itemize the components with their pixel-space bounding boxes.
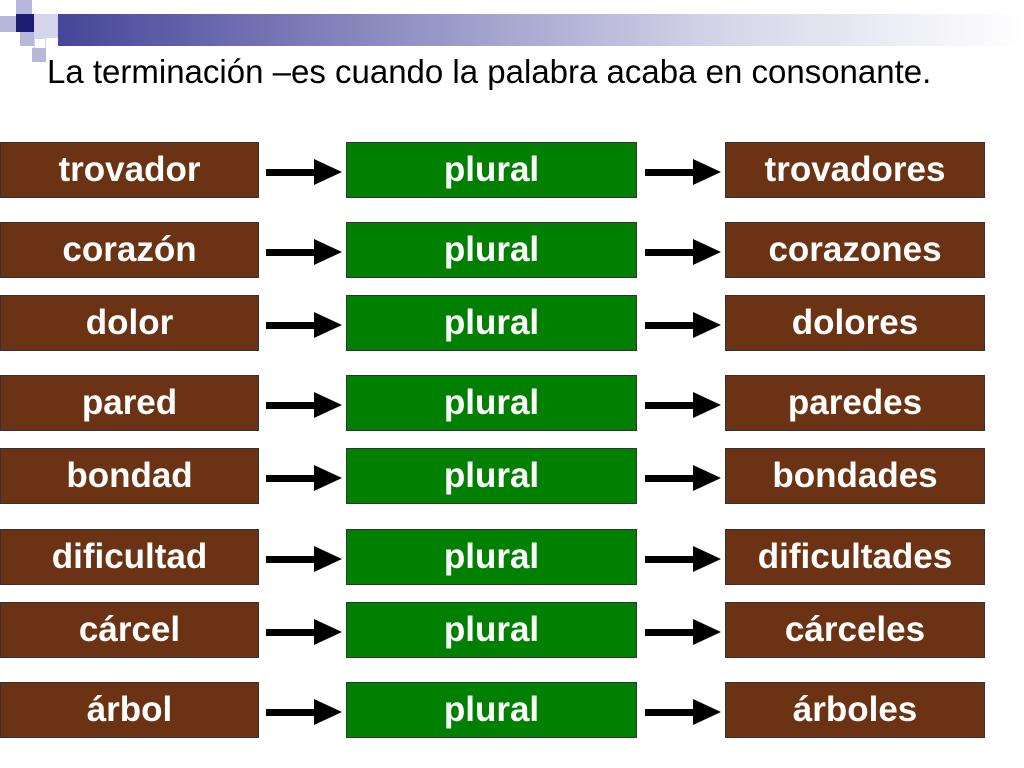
plural-rule-label: plural (443, 303, 540, 342)
singular-word-box: bondad (0, 448, 259, 504)
table-row: corazón plural corazones (0, 222, 1024, 280)
plural-word-box: dificultades (725, 529, 985, 585)
deco-square (0, 16, 16, 32)
header-decoration (0, 0, 1024, 62)
right-arrow-icon (645, 239, 721, 265)
plural-word-box: bondades (725, 448, 985, 504)
plural-rule-label: plural (443, 690, 540, 729)
plural-rule-box: plural (346, 295, 637, 351)
plural-word-box: dolores (725, 295, 985, 351)
right-arrow-icon (266, 159, 342, 185)
singular-word: dificultad (51, 537, 208, 576)
right-arrow-icon (645, 465, 721, 491)
deco-square (34, 14, 58, 38)
singular-word-box: pared (0, 375, 259, 431)
singular-word-box: trovador (0, 142, 259, 198)
plural-rule-box: plural (346, 602, 637, 658)
plural-rule-box: plural (346, 529, 637, 585)
right-arrow-icon (266, 699, 342, 725)
plural-rule-box: plural (346, 375, 637, 431)
right-arrow-icon (645, 312, 721, 338)
plural-word: trovadores (764, 150, 946, 189)
right-arrow-icon (266, 465, 342, 491)
table-row: cárcel plural cárceles (0, 602, 1024, 660)
plural-rule-label: plural (443, 383, 540, 422)
right-arrow-icon (266, 392, 342, 418)
singular-word: cárcel (78, 610, 181, 649)
plural-word-box: árboles (725, 682, 985, 738)
plural-rule-label: plural (443, 456, 540, 495)
plural-rule-box: plural (346, 222, 637, 278)
right-arrow-icon (266, 546, 342, 572)
singular-word: árbol (86, 690, 173, 729)
singular-word-box: cárcel (0, 602, 259, 658)
header-gradient-bar (58, 14, 1024, 46)
plural-word-box: trovadores (725, 142, 985, 198)
plural-word: paredes (787, 383, 923, 422)
plural-rule-label: plural (443, 537, 540, 576)
plural-word: bondades (772, 456, 938, 495)
table-row: pared plural paredes (0, 375, 1024, 433)
right-arrow-icon (645, 619, 721, 645)
singular-word: pared (81, 383, 178, 422)
plural-word-box: corazones (725, 222, 985, 278)
singular-word-box: corazón (0, 222, 259, 278)
plural-word: árboles (792, 690, 918, 729)
deco-square (32, 0, 48, 16)
singular-word: trovador (58, 150, 201, 189)
singular-word: bondad (66, 456, 193, 495)
plural-rule-box: plural (346, 682, 637, 738)
plural-rule-label: plural (443, 610, 540, 649)
table-row: árbol plural árboles (0, 682, 1024, 740)
deco-square (0, 0, 16, 16)
table-row: dificultad plural dificultades (0, 529, 1024, 587)
plural-word-box: paredes (725, 375, 985, 431)
plural-rule-box: plural (346, 448, 637, 504)
right-arrow-icon (645, 392, 721, 418)
deco-square (16, 0, 32, 16)
deco-square (16, 14, 34, 32)
singular-word: dolor (85, 303, 174, 342)
right-arrow-icon (266, 239, 342, 265)
right-arrow-icon (645, 159, 721, 185)
right-arrow-icon (266, 312, 342, 338)
plural-word: cárceles (784, 610, 926, 649)
singular-word: corazón (62, 230, 197, 269)
plural-word: corazones (768, 230, 942, 269)
table-row: bondad plural bondades (0, 448, 1024, 506)
deco-square (20, 32, 34, 46)
singular-word-box: árbol (0, 682, 259, 738)
plural-word-box: cárceles (725, 602, 985, 658)
plural-word: dolores (791, 303, 919, 342)
table-row: dolor plural dolores (0, 295, 1024, 353)
plural-rule-box: plural (346, 142, 637, 198)
deco-square (32, 48, 46, 62)
right-arrow-icon (645, 546, 721, 572)
singular-word-box: dificultad (0, 529, 259, 585)
plural-rule-label: plural (443, 150, 540, 189)
plural-rule-label: plural (443, 230, 540, 269)
right-arrow-icon (645, 699, 721, 725)
intro-text: La terminación –es cuando la palabra aca… (47, 53, 932, 90)
table-row: trovador plural trovadores (0, 142, 1024, 200)
singular-word-box: dolor (0, 295, 259, 351)
plural-word: dificultades (757, 537, 953, 576)
right-arrow-icon (266, 619, 342, 645)
